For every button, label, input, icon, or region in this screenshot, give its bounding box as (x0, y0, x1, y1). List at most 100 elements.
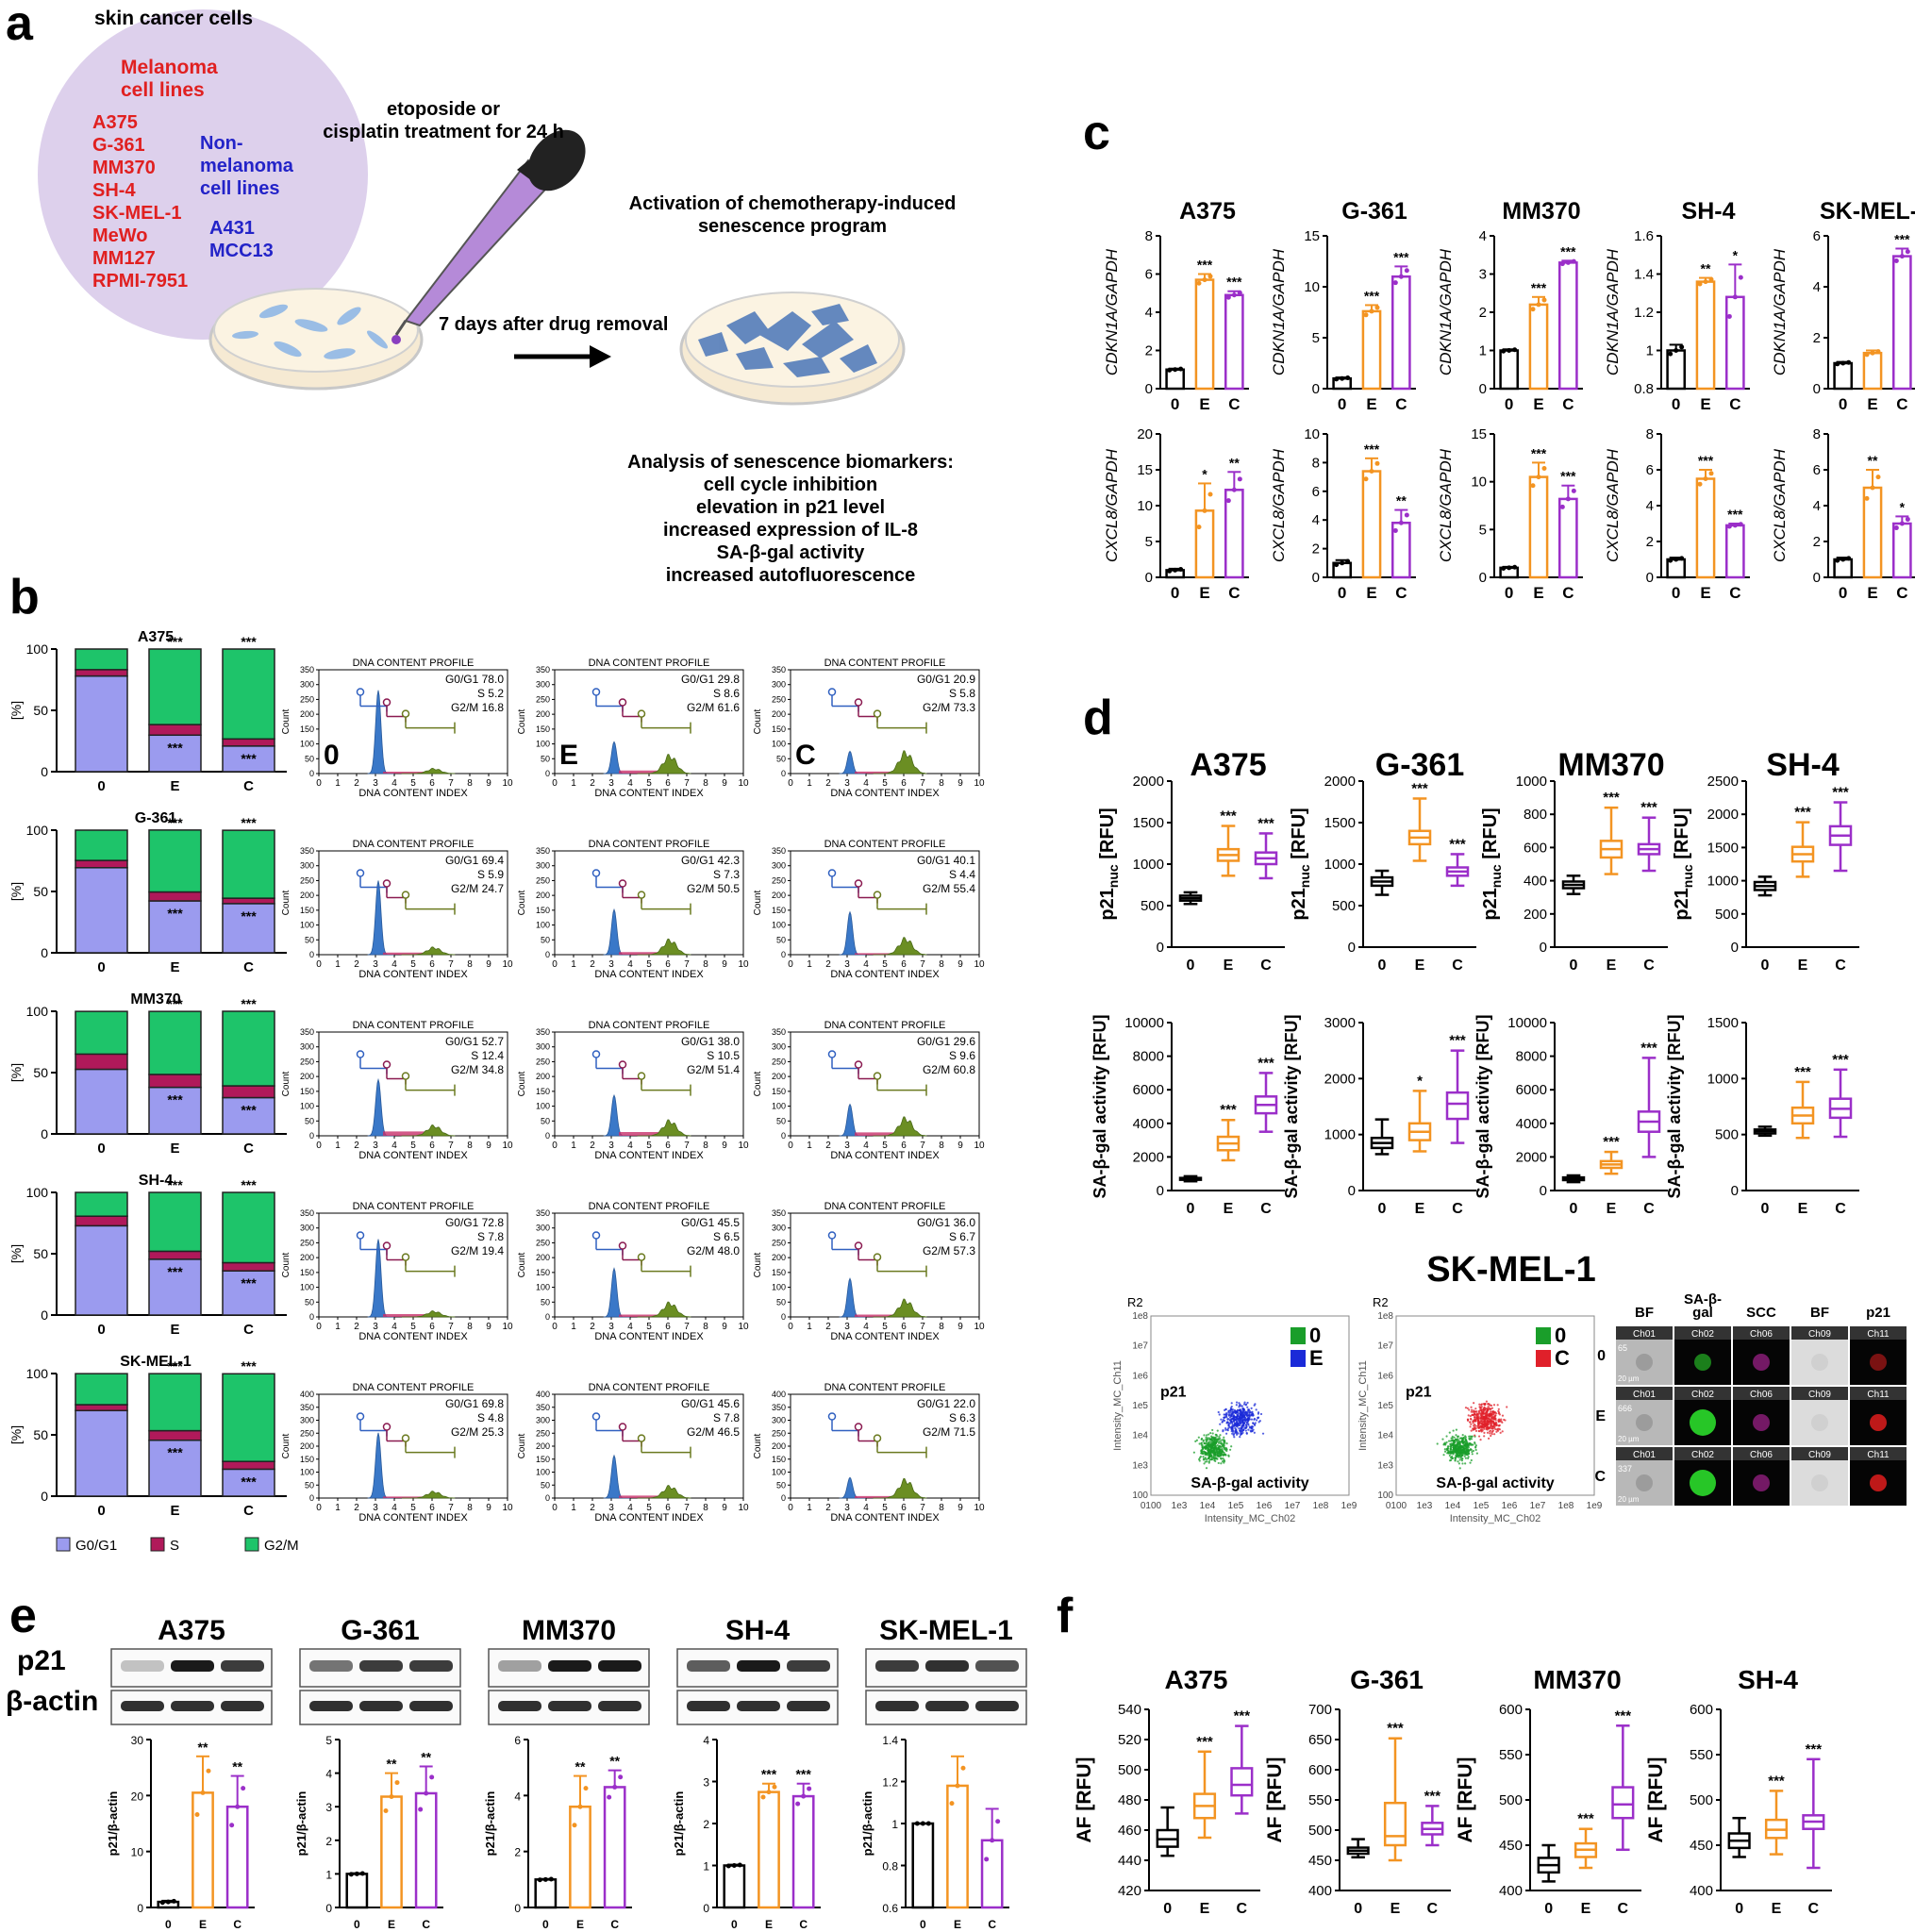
x-tick-label: 10 (502, 778, 513, 789)
significance-label: *** (241, 1103, 257, 1118)
cell-line-title: A375 (158, 1615, 225, 1646)
text-line: increased autofluorescence (666, 565, 916, 586)
y-tick-label: 3 (703, 1776, 709, 1790)
x-tick-label: C (1452, 958, 1463, 974)
significance-label: *** (167, 1264, 183, 1279)
x-tick-label: 2 (354, 959, 359, 970)
scatter-point (1480, 1412, 1483, 1415)
scatter-point (1503, 1418, 1506, 1422)
scatter-point (1206, 1460, 1208, 1463)
significance-label: *** (1640, 1040, 1657, 1056)
y-tick-label: 300 (536, 680, 550, 690)
significance-label: *** (1257, 1055, 1274, 1071)
y-tick-label: 100 (772, 1283, 786, 1292)
stack-segment (148, 1074, 202, 1089)
imaging-header: BF (1810, 1305, 1829, 1321)
data-point (1196, 525, 1202, 530)
scatter-point (1477, 1415, 1480, 1418)
y-tick-label: 350 (300, 1027, 314, 1037)
histogram-ylabel: Count (281, 1071, 291, 1096)
x-tick-label: 10 (974, 778, 985, 789)
significance-label: *** (1226, 275, 1242, 290)
significance-label: *** (1768, 1773, 1785, 1789)
data-point (1875, 475, 1881, 480)
scatter-point (1500, 1418, 1503, 1421)
stack-segment (222, 903, 275, 954)
x-tick-label: 0 (316, 1141, 322, 1151)
x-tick-label: 0 (788, 1503, 793, 1513)
x-tick-label: 9 (486, 1322, 491, 1332)
x-tick-label: E (170, 778, 179, 794)
scatter-point (1462, 1444, 1465, 1447)
gate-handle (854, 698, 863, 707)
x-tick-label: E (1772, 1901, 1782, 1917)
significance-label: ** (421, 1749, 431, 1764)
data-point (1703, 279, 1708, 285)
data-point (418, 1807, 424, 1812)
scatter-point (1498, 1413, 1501, 1416)
channel-label: Ch09 (1808, 1329, 1831, 1340)
cell-line-title: SH-4 (1738, 1665, 1798, 1694)
y-tick-label: 100 (772, 1102, 786, 1111)
x-tick-label: 0 (1187, 1201, 1195, 1217)
scatter-point (1461, 1439, 1464, 1441)
x-tick-label: 0 (542, 1918, 549, 1931)
scatter-point (1231, 1411, 1234, 1414)
y-tick-label: 1e4 (1132, 1431, 1148, 1441)
histogram-title: DNA CONTENT PROFILE (824, 1382, 946, 1393)
y-tick-label: 1000 (1707, 874, 1739, 890)
y-tick-label: 400 (1690, 1883, 1713, 1899)
y-tick-label: 50 (305, 1297, 314, 1307)
data-point (1237, 290, 1242, 295)
cell-line-title: MM370 (1502, 198, 1580, 225)
bar (1528, 475, 1549, 579)
scatter-point (1232, 1416, 1235, 1419)
scatter-point (1496, 1427, 1499, 1430)
scale-bar-label: 20 µm (1618, 1495, 1640, 1504)
scatter-point (1194, 1440, 1197, 1442)
x-tick-label: 2 (354, 1503, 359, 1513)
y-tick-label: 350 (300, 665, 314, 675)
y-tick-label: 550 (1690, 1747, 1713, 1763)
scatter-point (1245, 1431, 1248, 1435)
y-tick-label: 600 (1499, 1702, 1523, 1718)
text-line: RPMI-7951 (92, 271, 188, 291)
x-tick-label: 3 (608, 1322, 614, 1332)
scatter-point (1226, 1428, 1229, 1432)
x-tick-label: 8 (467, 778, 473, 789)
scatter-point (1488, 1420, 1490, 1423)
stack-segment (222, 738, 275, 747)
bar (1224, 293, 1244, 391)
g2m-peak (402, 1310, 456, 1318)
x-tick-label: 7 (448, 959, 454, 970)
channel-label: Ch11 (1867, 1450, 1890, 1460)
y-tick-label: 5 (1479, 522, 1487, 538)
scatter-point (1223, 1458, 1225, 1461)
histogram-ylabel: Count (281, 890, 291, 915)
scatter-point (1226, 1418, 1230, 1421)
scatter-point (1477, 1420, 1480, 1423)
x-tick-label: 9 (722, 778, 727, 789)
scatter-point (1491, 1410, 1494, 1413)
y-tick-label: 0 (781, 1493, 786, 1503)
stack-segment (222, 1460, 275, 1471)
x-tick-label: E (1867, 395, 1877, 413)
y-tick-label: 4000 (1133, 1116, 1164, 1132)
scatter-point (1489, 1432, 1491, 1435)
s-value: S 4.4 (949, 868, 975, 881)
scatter-point (1233, 1419, 1236, 1422)
data-point (1512, 347, 1518, 353)
x-tick-label: 8 (467, 1141, 473, 1151)
scatter-point (1205, 1441, 1207, 1443)
data-point (1893, 525, 1899, 531)
scatter-point (1239, 1410, 1242, 1413)
scatter-point (1248, 1409, 1251, 1413)
scatter-point (1478, 1424, 1481, 1428)
scatter-point (1242, 1412, 1245, 1415)
significance-label: *** (167, 815, 183, 830)
blot-band-p21 (498, 1660, 541, 1672)
y-tick-label: 0.6 (882, 1902, 898, 1915)
box (1611, 1786, 1635, 1820)
y-tick-label: 0 (781, 769, 786, 778)
